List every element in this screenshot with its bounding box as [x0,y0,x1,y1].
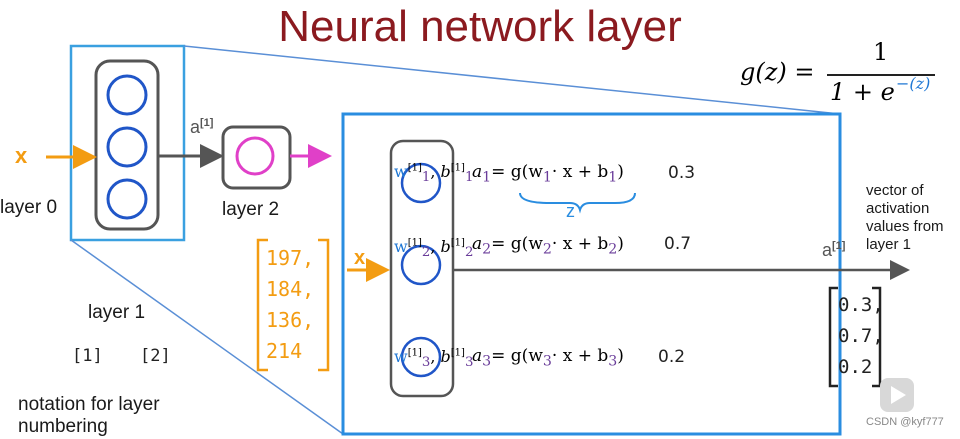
output-vector: 0.3, 0.7, 0.2 [838,290,884,383]
layer2-neuron [235,136,275,176]
notation-caption: notation for layer numbering [18,394,160,437]
neuron-1-equation: a1= g(w1· x + b1) [472,162,624,186]
sigmoid-lhs: g(z) = [740,58,815,86]
output-value: 0.3, [838,294,884,316]
output-a1-letter: a [822,240,833,260]
z-brace [519,192,636,214]
zoom-input-x-label: x [354,247,366,269]
layer1-highlight-box [69,44,186,242]
input-bracket-right [318,238,330,372]
input-x-label: x [15,143,28,168]
neuron-3-value: 0.2 [658,347,686,367]
z-label: z [566,201,575,221]
sigmoid-numerator: 1 [873,38,889,66]
input-values: 197, 184, 136, 214 [266,243,318,367]
sigmoid-denominator: 1 + e [830,78,895,106]
output-bracket-left [828,286,838,388]
zoomed-neuron-1 [400,162,442,204]
output-a1-label: a[1] [822,240,845,261]
play-icon [891,386,906,404]
input-value: 197, [266,246,315,270]
output-bracket-right [872,286,882,388]
neuron-2-value: 0.7 [664,234,692,254]
layer1-neuron-3 [106,178,148,220]
notation-bracket-1: [1] [72,346,103,366]
neuron-2-params: w[1]2, b[1]2 [394,237,474,261]
a1-letter: a [190,117,201,137]
layer1-neuron-2 [106,126,148,168]
a1-label: a[1] [190,117,213,138]
sigmoid-exponent: −(z) [896,74,931,93]
zoom-line-bottom [70,239,344,435]
output-a1-superscript: [1] [832,240,846,252]
neuron-2-equation: a2= g(w2· x + b2) [472,234,624,258]
neuron-1-value: 0.3 [668,163,696,183]
neuron-1-params: w[1]1, b[1]1 [394,162,474,186]
vector-caption: vector of activation values from layer 1 [866,182,944,253]
layer2-label: layer 2 [222,199,280,220]
layer0-label: layer 0 [0,197,58,218]
layer2-box [221,125,292,190]
neuron-3-params: w[1]3, b[1]3 [394,347,474,371]
layer1-box [94,59,160,231]
output-value: 0.2 [838,356,873,378]
zoomed-neuron-3 [400,336,442,378]
input-bracket-left [256,238,268,372]
input-value: 214 [266,339,303,363]
zoom-line-top [183,45,841,115]
zoomed-layer-box [341,112,842,436]
zoomed-neuron-2 [400,244,442,286]
output-value: 0.7, [838,325,884,347]
input-value: 184, [266,277,315,301]
watermark-text: CSDN @kyf777 [866,416,944,428]
layer1-neuron-1 [106,74,148,116]
zoomed-layer1-box [389,139,455,398]
page-title: Neural network layer [278,2,682,51]
a1-superscript: [1] [200,117,214,129]
input-value: 136, [266,308,315,332]
notation-bracket-2: [2] [140,346,171,366]
layer1-label: layer 1 [88,302,146,323]
neuron-3-equation: a3= g(w3· x + b3) [472,346,624,370]
